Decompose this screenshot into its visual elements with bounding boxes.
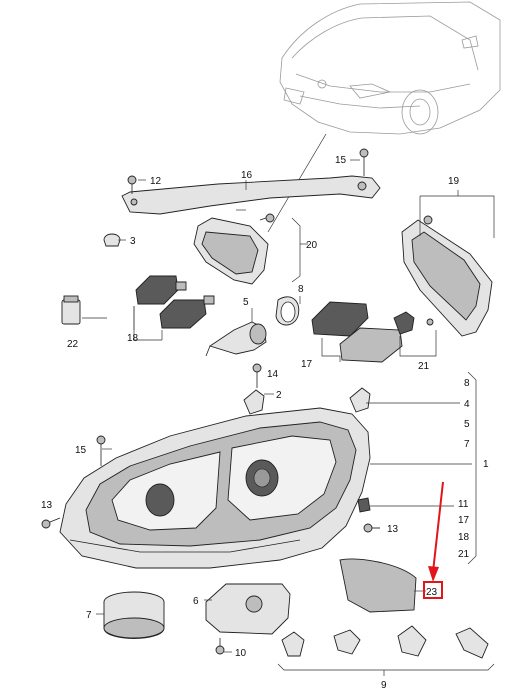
callout-10: 10 (235, 648, 247, 659)
cap-part-3 (103, 233, 121, 247)
callout-17-left: 17 (301, 359, 313, 370)
callout-2: 2 (276, 390, 282, 401)
control-unit-part-6 (205, 583, 291, 635)
ring-part-8 (275, 296, 300, 326)
callout-5: 5 (243, 297, 249, 308)
callout-20: 20 (306, 240, 318, 251)
callout-1: 1 (483, 459, 489, 470)
screw-part-15-left (96, 435, 106, 466)
callout-16: 16 (241, 170, 253, 181)
callout-6: 6 (193, 596, 199, 607)
callout-17-right: 17 (458, 515, 470, 526)
callout-22: 22 (67, 339, 79, 350)
clip-part-4 (349, 387, 371, 413)
highlight-box (423, 581, 443, 599)
lamp-holder-part-5 (205, 321, 267, 357)
callout-7-right: 7 (464, 439, 470, 450)
screw-part-14 (252, 363, 262, 388)
callout-5-dup: 5 (464, 419, 470, 430)
screw-part-12 (127, 175, 137, 194)
screw-part-20 (259, 213, 275, 223)
module-part-17 (311, 301, 403, 363)
clip-part-11 (357, 497, 371, 513)
headlight-assembly (59, 407, 371, 569)
clip-part-21 (393, 311, 434, 335)
callout-13-left: 13 (41, 500, 53, 511)
callout-23: 23 (426, 587, 438, 598)
callout-15-left: 15 (75, 445, 87, 456)
cap-part-7 (103, 591, 165, 639)
callout-9: 9 (381, 680, 387, 689)
clip-part-2 (243, 389, 265, 415)
callout-12: 12 (150, 176, 162, 187)
highlight-arrowhead (428, 566, 439, 582)
cover-part-20 (193, 217, 269, 285)
callout-15-top: 15 (335, 155, 347, 166)
module-part-18 (135, 275, 215, 329)
callout-3: 3 (130, 236, 136, 247)
callout-18-right: 18 (458, 532, 470, 543)
cover-part-19 (401, 215, 493, 337)
callout-14: 14 (267, 369, 279, 380)
callout-8-right: 8 (464, 378, 470, 389)
callout-8-top: 8 (298, 284, 304, 295)
callout-19: 19 (448, 176, 460, 187)
car-outline (279, 1, 501, 135)
callout-4: 4 (464, 399, 470, 410)
callout-7-bottom: 7 (86, 610, 92, 621)
mounting-bracket (121, 175, 381, 215)
screw-part-10 (215, 638, 225, 655)
highlight-arrow (432, 481, 444, 573)
screw-part-15-top (359, 148, 369, 176)
callout-13-right: 13 (387, 524, 399, 535)
callout-18-left: 18 (127, 333, 139, 344)
screw-part-13-left (41, 517, 61, 529)
callout-11: 11 (458, 499, 469, 510)
callout-21-bottom: 21 (458, 549, 470, 560)
gasket-part-23 (339, 558, 417, 613)
callout-21-right: 21 (418, 361, 430, 372)
bracket-set-part-9 (281, 625, 489, 659)
bulb-part-22 (61, 295, 81, 325)
